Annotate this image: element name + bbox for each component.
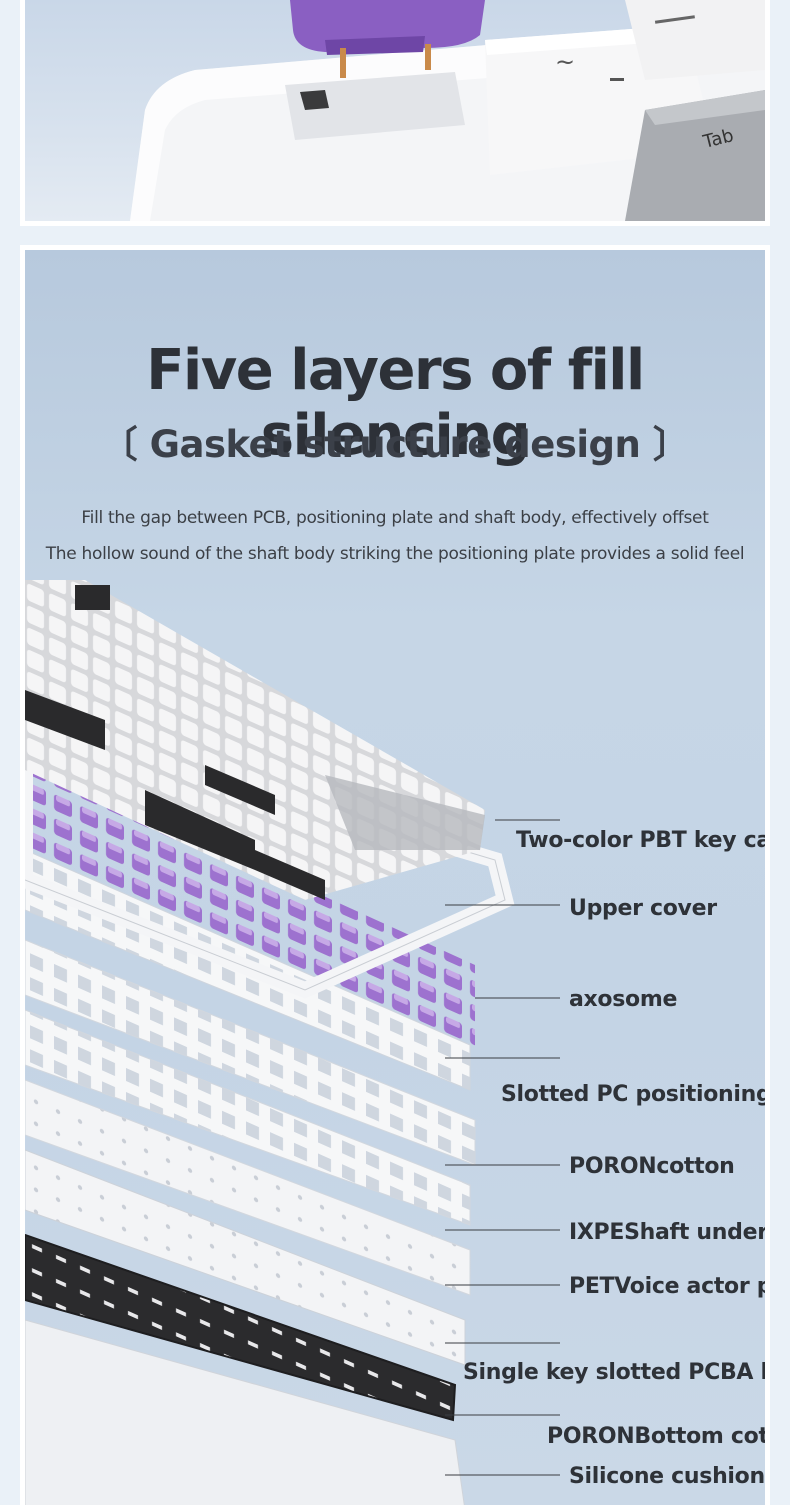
label-ixpe-underpad: IXPEShaft underpad	[569, 1220, 765, 1245]
gray-keycap-cluster	[325, 775, 485, 850]
black-keycap	[255, 850, 325, 900]
switch-pin	[340, 48, 346, 78]
keycap-legend-line	[654, 15, 695, 24]
layer-switches	[25, 760, 475, 1050]
description-line-1: Fill the gap between PCB, positioning pl…	[81, 508, 709, 528]
socket-hole	[300, 90, 329, 110]
label-pet-voice-pad: PETVoice actor pad	[569, 1274, 765, 1299]
keycap-legend-dash	[610, 78, 624, 81]
label-pcba-board: Single key slotted PCBA board	[463, 1360, 765, 1385]
label-silicone-cushion: Silicone cushion	[569, 1464, 765, 1489]
subheadline: 〔 Gasket structure design 〕	[100, 423, 690, 466]
keyboard-edge-highlight	[130, 30, 765, 221]
layer-silicone-cushion	[25, 1319, 465, 1505]
headline: Five layers of fill silencing	[146, 338, 645, 468]
black-keycap-row	[25, 690, 105, 750]
exploded-view-background: Five layers of fill silencing 〔 Gasket s…	[25, 250, 765, 1505]
label-upper-cover: Upper cover	[569, 896, 717, 921]
black-keycap-cluster	[145, 790, 255, 870]
layer-poron-bottom-cotton	[25, 1235, 455, 1420]
layer-ixpe-underpad	[25, 1009, 471, 1226]
black-esc-keycap	[75, 585, 110, 610]
keycap-top-right	[625, 0, 765, 80]
keycap-gray-top	[645, 90, 765, 125]
black-keycap	[205, 765, 275, 815]
switch-pin	[425, 44, 431, 70]
label-poron-bottom-cotton: PORONBottom cotton	[547, 1424, 765, 1449]
label-poron-cotton: PORONcotton	[569, 1154, 735, 1179]
description-line-2: The hollow sound of the shaft body strik…	[45, 544, 745, 564]
exploded-view-panel: Five layers of fill silencing 〔 Gasket s…	[20, 245, 770, 1505]
switch-socket	[285, 72, 465, 140]
label-keycap: Two-color PBT key cap	[516, 828, 765, 853]
label-switches: axosome	[569, 987, 678, 1012]
exploded-keyboard-illustration	[25, 580, 560, 1505]
switch-shadow	[325, 36, 425, 55]
label-positioning-plate: Slotted PC positioning plate	[501, 1082, 765, 1107]
purple-switch	[290, 0, 485, 52]
layer-pet-voice-pad	[25, 1079, 471, 1296]
keyboard-closeup-illustration: ~ Tab	[130, 0, 765, 221]
layer-pcba-board	[25, 1149, 466, 1366]
top-photo-panel: ~ Tab	[20, 0, 770, 226]
keycap-legend-tilde: ~	[555, 48, 575, 76]
top-photo: ~ Tab	[25, 0, 765, 221]
